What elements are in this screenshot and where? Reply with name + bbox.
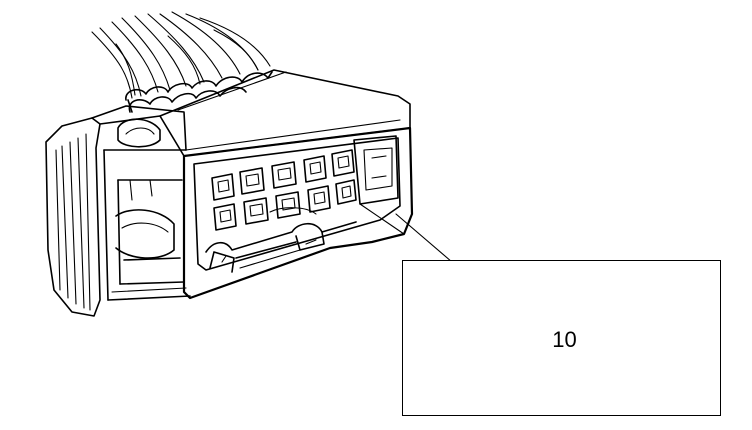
- callout-label: 10: [552, 327, 577, 352]
- leader-line: [395, 213, 453, 263]
- wire-bundle: [91, 11, 273, 113]
- front-housing: [159, 69, 414, 300]
- rear-housing: [45, 105, 191, 317]
- callout-box: 10: [402, 260, 721, 416]
